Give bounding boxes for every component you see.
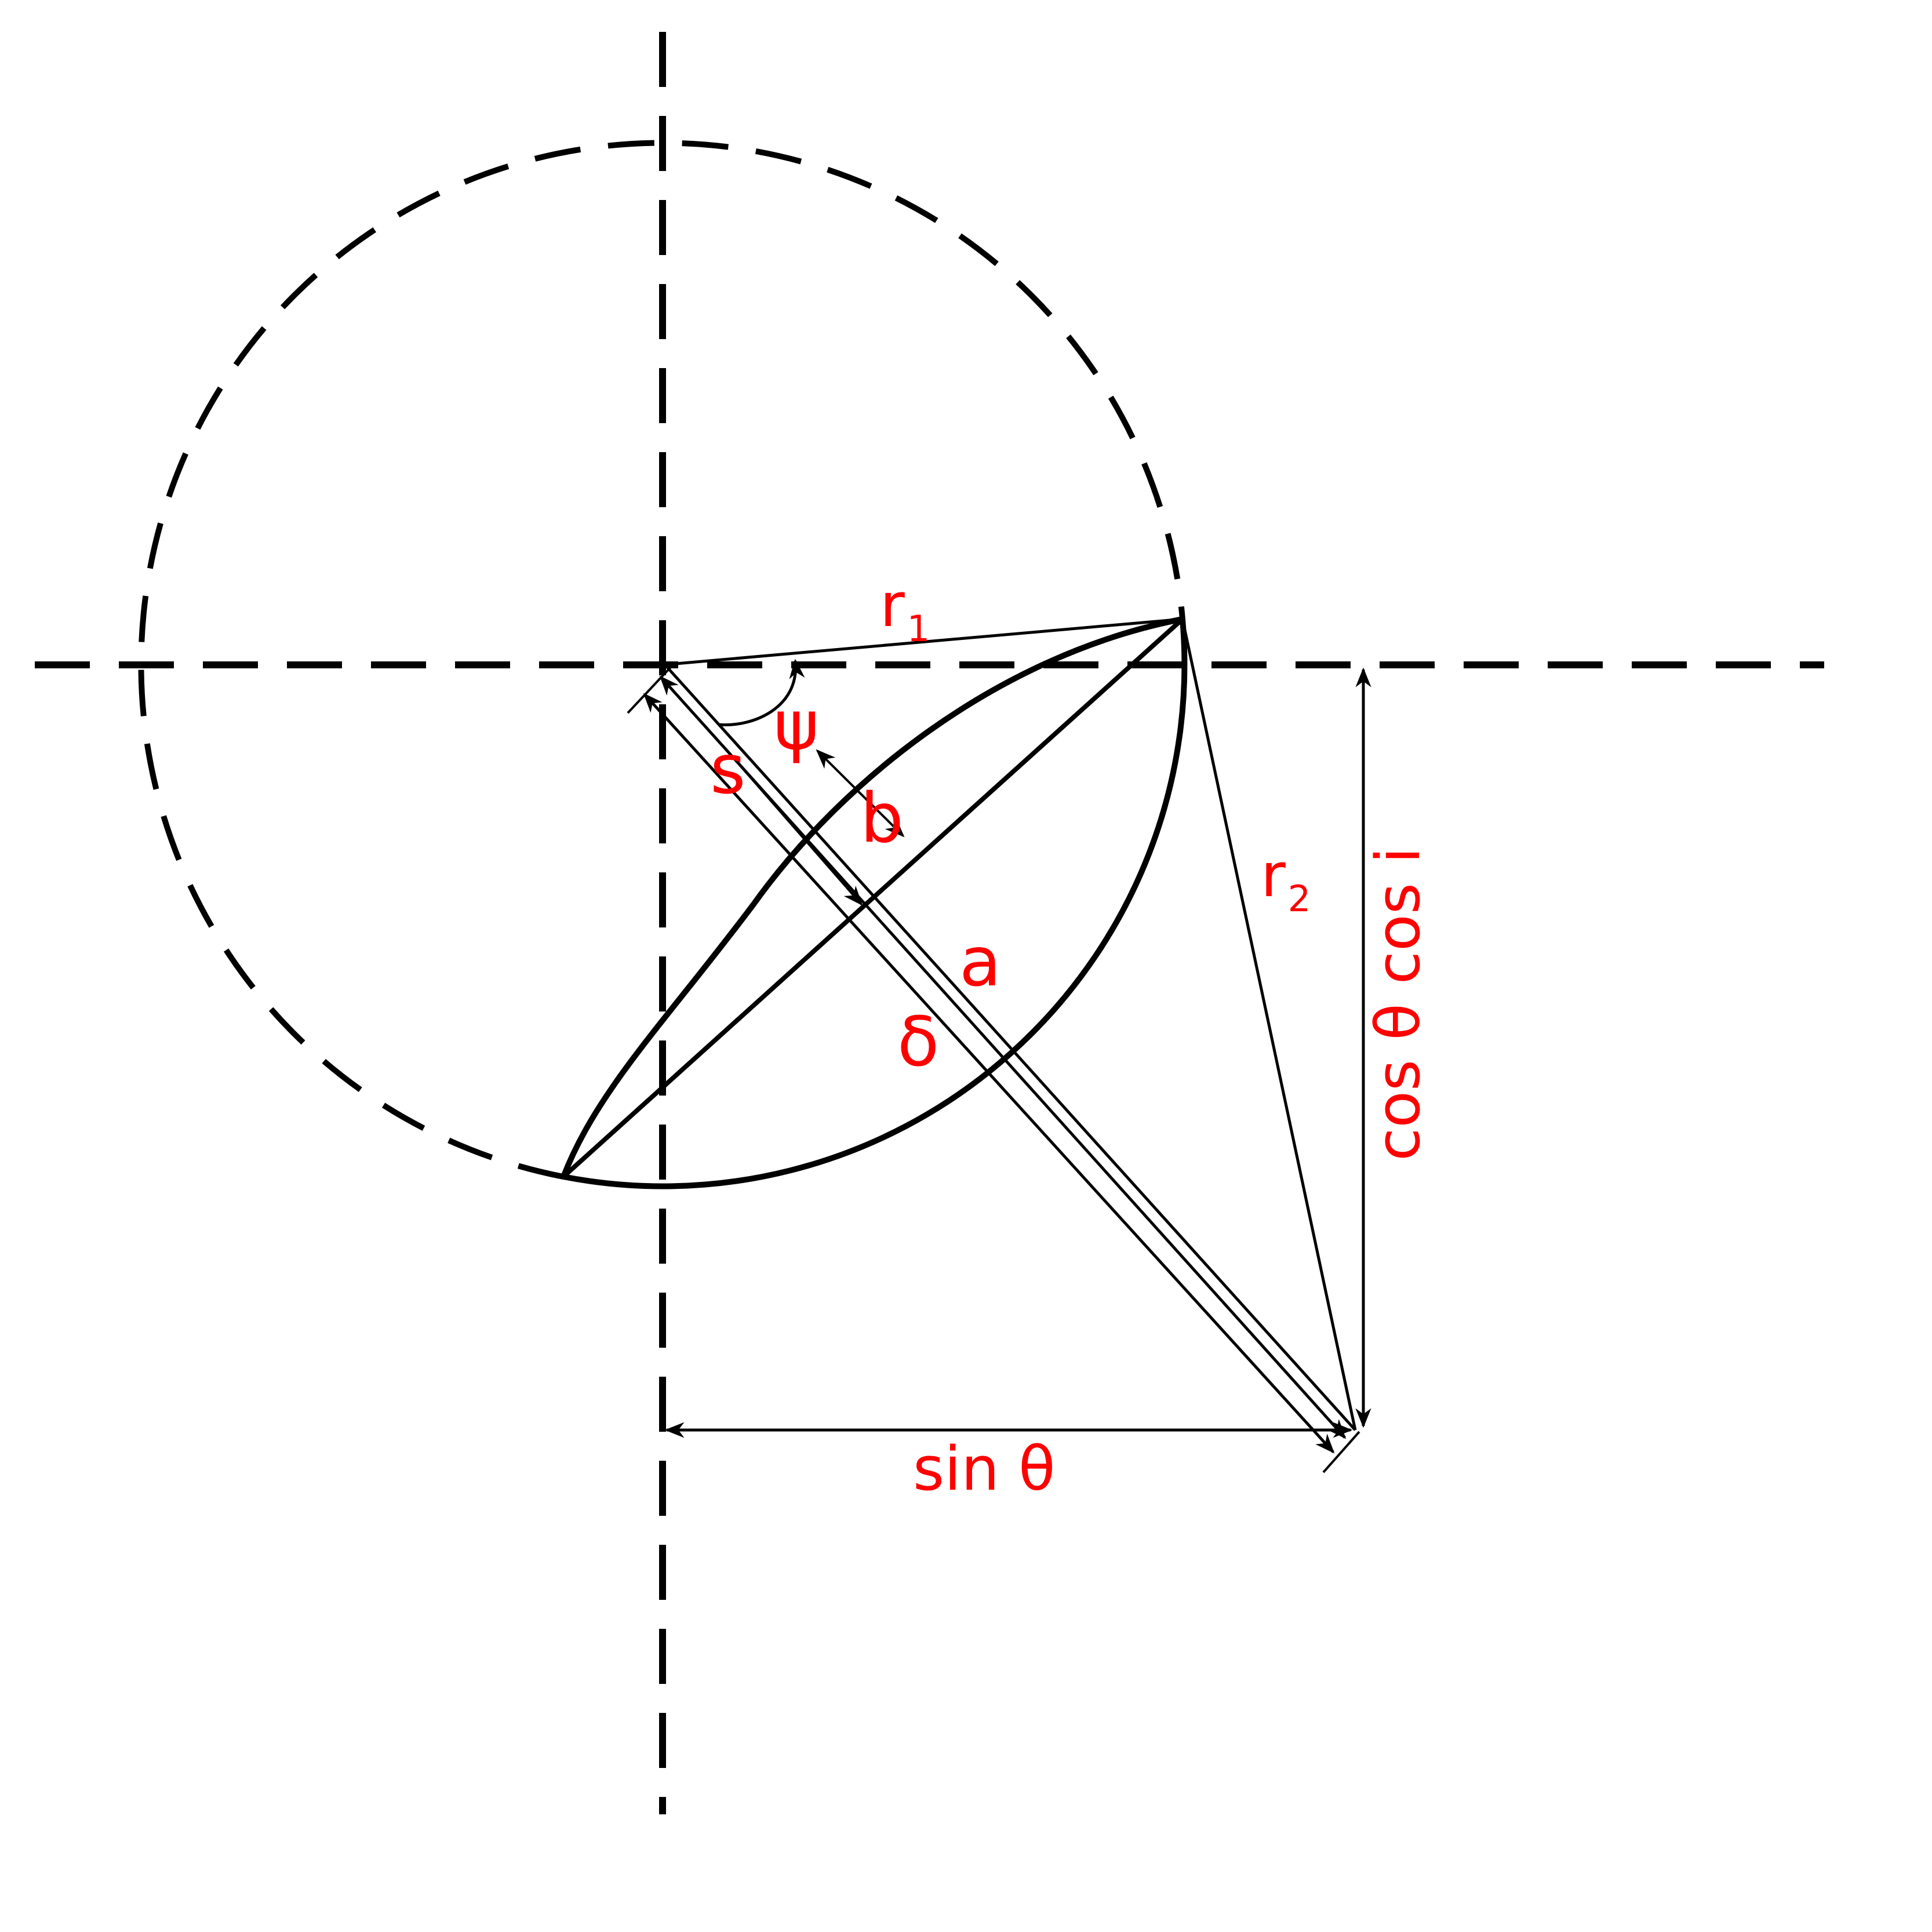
delta-label: δ [897,1002,940,1082]
psi-label: ψ [774,685,819,765]
r1-line [662,617,1183,667]
a-label: a [959,922,1002,1002]
psi-angle-arc [718,658,805,726]
extension-tick-top [627,665,672,714]
cos-theta-cos-i-label: cos θ cos i [1363,847,1433,1161]
s-label: s [710,729,746,809]
sin-theta-label: sin θ [913,1433,1056,1504]
s-dimension-line [643,693,1335,1454]
r1-label: r1 [880,575,930,647]
r2-subscript: 2 [1287,878,1311,920]
r2-base: r [1261,840,1286,911]
r2-label: r2 [1261,845,1311,917]
r1-base: r [880,570,905,641]
planet-disk-dashed-arc [138,140,1185,1180]
r1-subscript: 1 [907,607,930,650]
center-to-far-point-line [665,665,1356,1431]
b-label: b [860,778,904,858]
lens-chord [562,617,1184,1178]
extension-tick-bottom [1322,1431,1360,1473]
r2-line [1181,618,1357,1431]
